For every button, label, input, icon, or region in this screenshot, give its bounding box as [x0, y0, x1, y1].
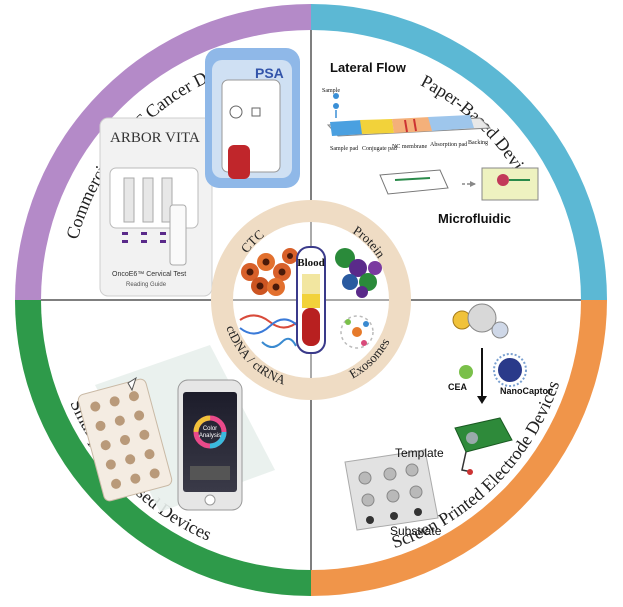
- ctc-cells-icon: [241, 248, 298, 296]
- nanocaptor-diagram: [452, 303, 527, 404]
- exosome-icon: [340, 315, 374, 349]
- strip-label: Backing: [468, 140, 488, 146]
- strip-label: Conjugate pad: [362, 146, 397, 152]
- brand-logo: ARBOR VITA: [110, 130, 200, 146]
- strip-label: Sample: [322, 88, 340, 94]
- electrode-array: [344, 449, 439, 531]
- cea-label: CEA: [448, 382, 468, 392]
- test-name: OncoE6™ Cervical Test: [112, 271, 186, 278]
- app-title-line2: Analysis: [199, 433, 221, 439]
- strip-label: Absorption pad: [430, 142, 467, 148]
- template-label: Template: [395, 446, 444, 460]
- app-title-line1: Color: [203, 426, 217, 432]
- blood-label: Blood: [297, 257, 325, 269]
- lateral-flow-strip: [326, 93, 492, 137]
- reading-guide: Reading Guide: [126, 282, 167, 288]
- dna-helix-icon: [239, 314, 301, 348]
- electrode-chip: [454, 417, 513, 475]
- strip-label: Sample pad: [330, 146, 358, 152]
- cassette-image: ARBOR VITA OncoE6™ Cervical Test Reading…: [99, 117, 213, 297]
- substrate-label: Substrate: [390, 524, 442, 538]
- protein-icon: [335, 248, 382, 298]
- camera-ray-icon: [127, 376, 137, 392]
- psa-label: PSA: [255, 65, 284, 81]
- lateral-flow-title: Lateral Flow: [330, 60, 407, 75]
- psa-test-photo: PSA: [205, 48, 300, 188]
- nanocaptor-label: NanoCaptor: [500, 386, 552, 396]
- microfluidic-devices: [379, 167, 539, 201]
- smartphone: Color Analysis: [177, 379, 243, 511]
- home-button: [204, 494, 216, 506]
- blood-tube-icon: Blood: [296, 246, 326, 354]
- strip-label: NC membrane: [392, 144, 427, 150]
- microfluidic-label: Microfluidic: [438, 211, 511, 226]
